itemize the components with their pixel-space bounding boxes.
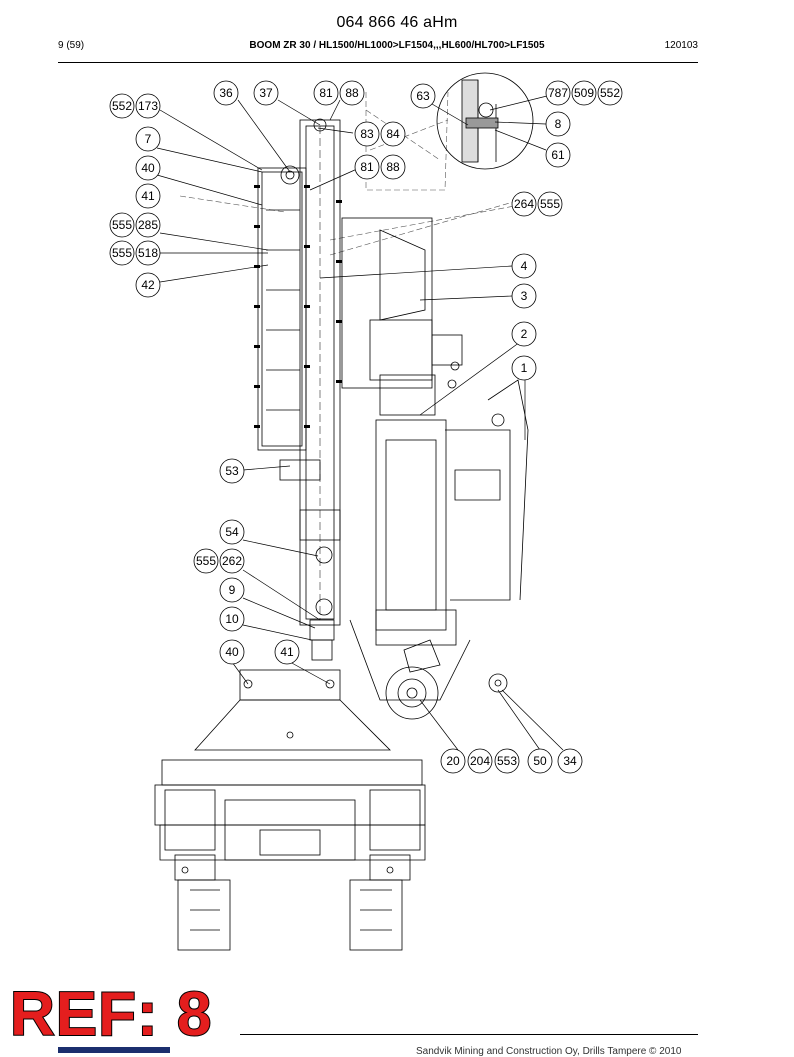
rail-bolts <box>254 185 342 428</box>
callout-label: 42 <box>141 278 155 292</box>
document-code: 120103 <box>664 40 698 51</box>
callout-label: 63 <box>416 89 430 103</box>
callout-label: 264 <box>514 197 534 211</box>
callout-label: 36 <box>219 86 233 100</box>
callout-label: 518 <box>138 246 158 260</box>
callout-label: 20 <box>446 754 460 768</box>
callout-label: 88 <box>345 86 359 100</box>
callout-label: 53 <box>225 464 239 478</box>
callout-label: 88 <box>386 160 400 174</box>
callout-label: 61 <box>551 148 565 162</box>
callout-label: 555 <box>196 554 216 568</box>
callout-label: 54 <box>225 525 239 539</box>
callout-label: 37 <box>259 86 273 100</box>
callout-circles <box>109 80 623 774</box>
callout-label: 262 <box>222 554 242 568</box>
callout-label: 509 <box>574 86 594 100</box>
callout-label: 552 <box>600 86 620 100</box>
callout-label: 41 <box>280 645 294 659</box>
callout-label: 1 <box>521 361 528 375</box>
callout-label: 4 <box>521 259 528 273</box>
callout-label: 81 <box>360 160 374 174</box>
callout-label: 787 <box>548 86 568 100</box>
callout-label: 9 <box>229 583 236 597</box>
callout-label: 555 <box>112 218 132 232</box>
callout-label: 173 <box>138 99 158 113</box>
callout-label: 3 <box>521 289 528 303</box>
document-title: BOOM ZR 30 / HL1500/HL1000>LF1504,,,HL60… <box>249 40 545 51</box>
callout-label: 2 <box>521 327 528 341</box>
callout-label: 285 <box>138 218 158 232</box>
boom-body <box>341 217 529 720</box>
footer-copyright: Sandvik Mining and Construction Oy, Dril… <box>416 1046 682 1057</box>
page-number: 9 (59) <box>58 40 85 51</box>
callout-label: 41 <box>141 189 155 203</box>
callout-label: 204 <box>470 754 490 768</box>
technical-drawing <box>109 72 623 951</box>
callout-label: 34 <box>563 754 577 768</box>
document-number: 064 866 46 aHm <box>336 14 458 31</box>
callout-labels: 552 173 36 37 81 88 63 787 509 552 8 83 … <box>112 86 620 768</box>
ref-stamp: REF: 8 <box>9 980 213 1049</box>
callout-label: 7 <box>145 132 152 146</box>
leader-lines <box>156 95 564 751</box>
carriage <box>154 669 426 951</box>
callout-label: 555 <box>112 246 132 260</box>
callout-label: 81 <box>319 86 333 100</box>
company-logo-band <box>58 1047 170 1053</box>
callout-label: 50 <box>533 754 547 768</box>
callout-label: 83 <box>360 127 374 141</box>
callout-label: 40 <box>225 645 239 659</box>
callout-label: 553 <box>497 754 517 768</box>
header-rule <box>58 62 698 63</box>
callout-label: 552 <box>112 99 132 113</box>
callout-label: 40 <box>141 161 155 175</box>
callout-label: 10 <box>225 612 239 626</box>
detail-circle <box>436 72 534 170</box>
callout-label: 8 <box>555 117 562 131</box>
callout-label: 84 <box>386 127 400 141</box>
feed-rail <box>257 118 341 661</box>
callout-label: 555 <box>540 197 560 211</box>
footer-rule <box>240 1034 698 1035</box>
